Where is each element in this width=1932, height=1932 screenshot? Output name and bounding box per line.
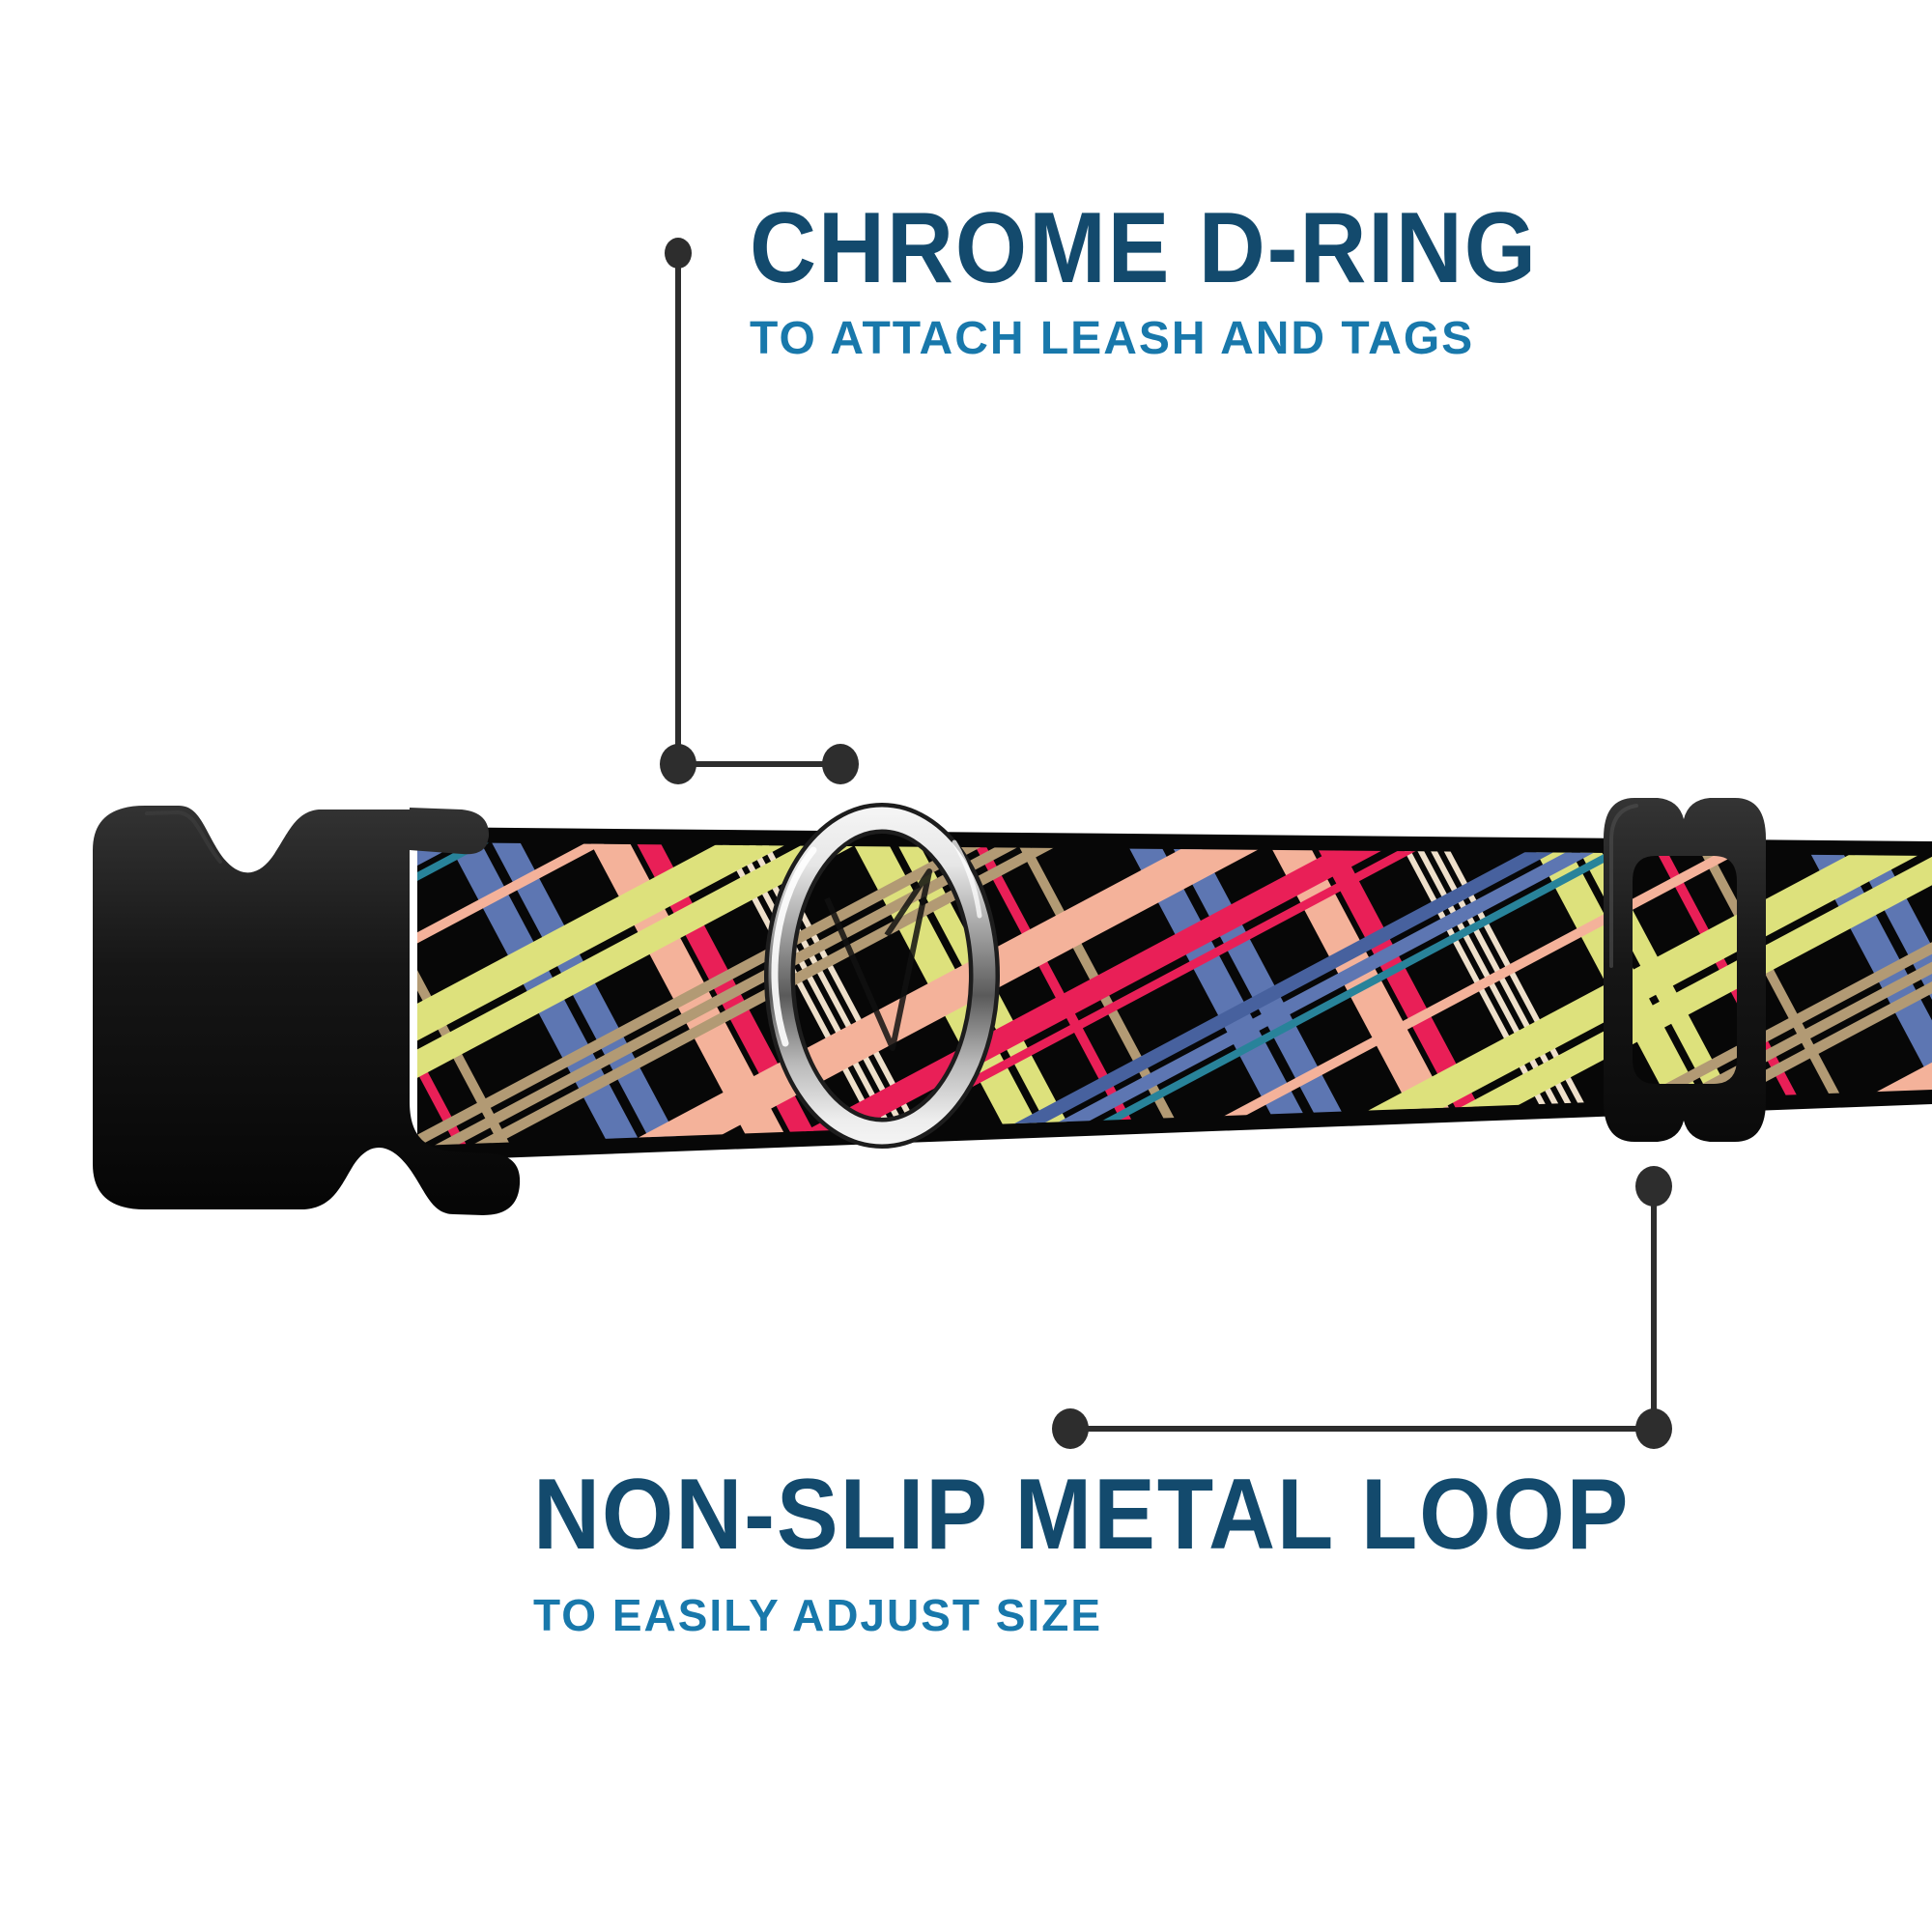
d-ring-highlight-2: [952, 839, 982, 919]
dring-leader-vline: [675, 253, 681, 764]
slider-highlight: [1609, 804, 1638, 968]
loop-callout-subtitle: TO EASILY ADJUST SIZE: [533, 1590, 1103, 1640]
loop-leader-hline: [1070, 1426, 1654, 1432]
loop-callout-title: NON-SLIP METAL LOOP: [533, 1459, 1631, 1571]
buckle-highlight: [145, 810, 222, 864]
slider-loop: [1604, 798, 1766, 1142]
buckle-top-bar: [410, 808, 490, 855]
dring-leader-hline: [678, 761, 840, 767]
buckle: [93, 806, 521, 1215]
loop-leader-dot-end: [1052, 1408, 1089, 1449]
slider-frame: [1604, 798, 1766, 1142]
buckle-body: [93, 806, 521, 1215]
dring-leader-dot-end: [822, 744, 859, 784]
dring-callout-title: CHROME D-RING: [750, 192, 1538, 304]
d-ring: [764, 803, 1000, 1149]
d-ring-highlight: [771, 846, 817, 1047]
dring-callout-subtitle: TO ATTACH LEASH AND TAGS: [750, 313, 1475, 364]
d-ring-reflection: [824, 868, 932, 1051]
loop-leader-vline: [1651, 1186, 1657, 1429]
d-ring-chrome: [768, 807, 996, 1145]
